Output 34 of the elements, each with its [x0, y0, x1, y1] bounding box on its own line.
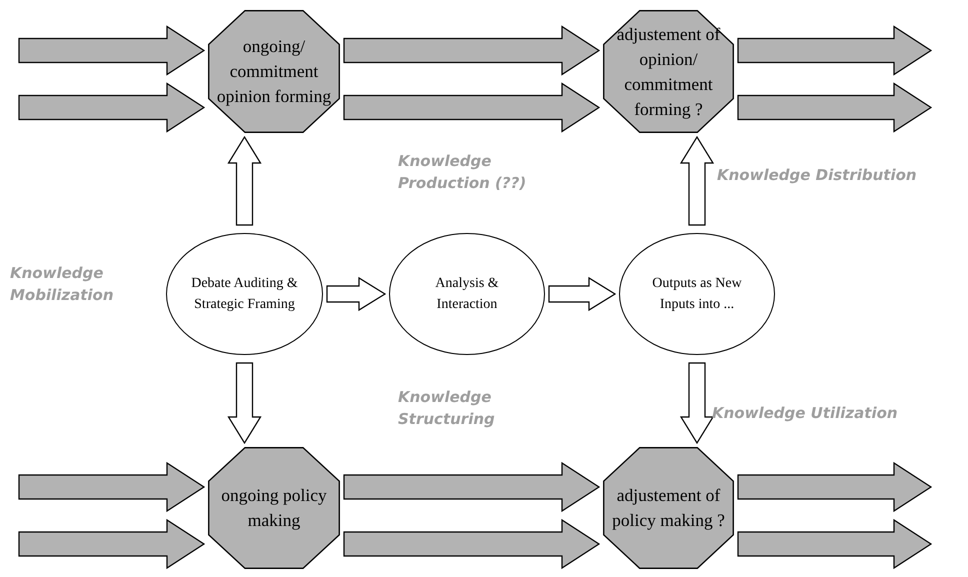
node-label: adjustement of opinion/ commitment forming ? — [616, 22, 722, 121]
block-arrow — [343, 25, 600, 76]
octagon-node — [603, 447, 734, 569]
block-arrow — [326, 276, 386, 312]
block-arrow — [548, 276, 616, 312]
stage-label: Knowledge Distribution — [717, 165, 918, 186]
stage-label: Knowledge Structuring — [398, 387, 496, 430]
block-arrow — [227, 136, 262, 226]
stage-label: Knowledge Production (??) — [398, 151, 528, 194]
block-arrow — [343, 518, 600, 570]
stage-label: Knowledge Mobilization — [10, 263, 115, 306]
octagon-node — [603, 10, 734, 133]
block-arrow — [737, 462, 932, 512]
block-arrow — [18, 82, 206, 133]
octagon-node — [208, 10, 340, 133]
node-label: Outputs as New Inputs into ... — [651, 275, 743, 314]
block-arrow — [680, 136, 714, 226]
block-arrow — [343, 82, 600, 133]
block-arrow — [737, 82, 932, 133]
block-arrow — [18, 518, 206, 570]
node-label: Debate Auditing & Strategic Framing — [190, 275, 299, 314]
node-label: ongoing policy making — [220, 484, 328, 532]
node-label: adjustement of policy making ? — [611, 484, 726, 532]
block-arrow — [18, 462, 206, 512]
node-label: Analysis & Interaction — [434, 275, 500, 314]
stage-label: Knowledge Utilization — [712, 403, 899, 424]
block-arrow — [737, 25, 932, 76]
block-arrow — [343, 462, 600, 512]
octagon-node — [208, 447, 340, 569]
block-arrow — [737, 518, 932, 570]
block-arrow — [18, 25, 206, 76]
block-arrow — [227, 362, 262, 444]
block-arrow — [680, 362, 714, 444]
node-label: ongoing/ commitment opinion forming — [216, 35, 332, 108]
